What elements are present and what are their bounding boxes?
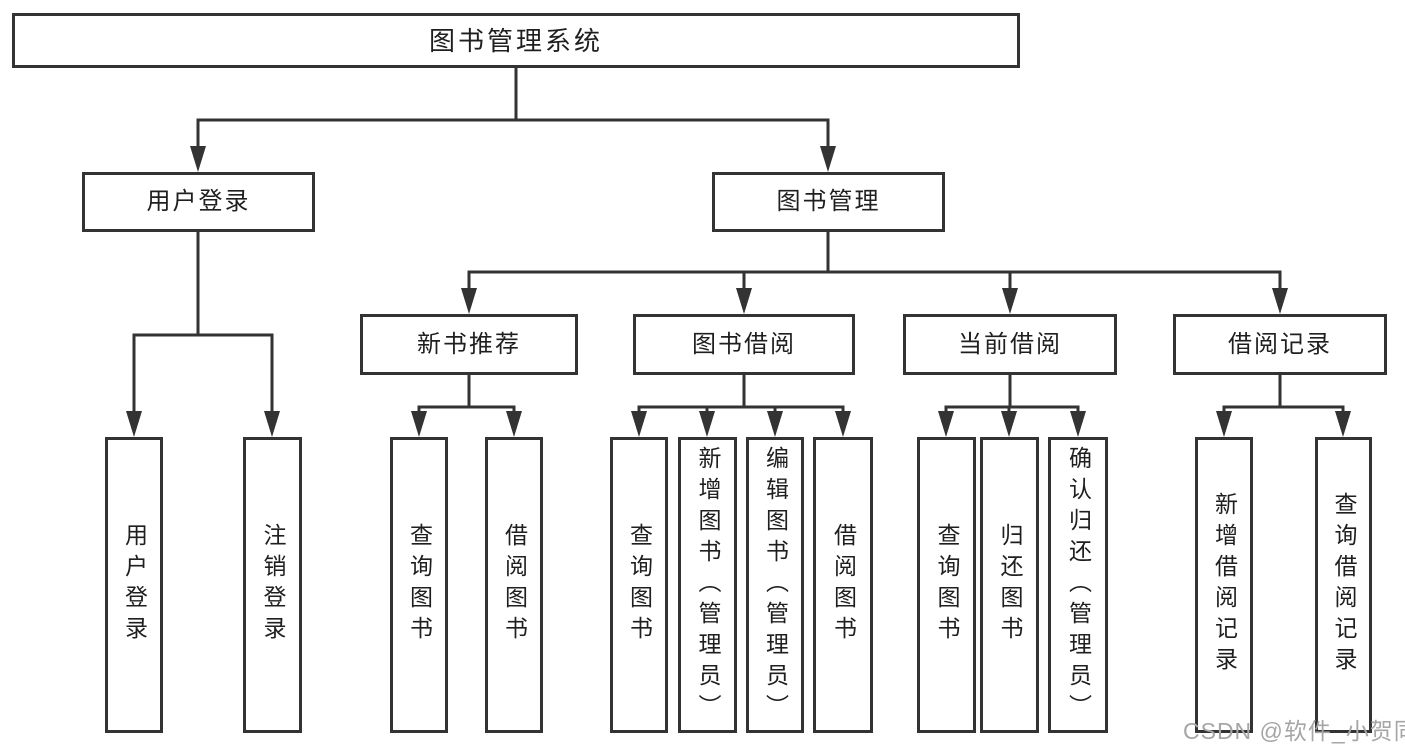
- node-current-borrowing: 当前借阅: [903, 314, 1117, 375]
- node-label: 图书管理: [776, 188, 881, 215]
- node-borrow-books-recommend: 借阅图书: [485, 437, 543, 733]
- node-borrowing-records: 借阅记录: [1173, 314, 1387, 375]
- node-label: 当前借阅: [958, 330, 1062, 358]
- node-logout-action: 注销登录: [243, 437, 302, 733]
- node-label: 图书借阅: [692, 330, 796, 358]
- connector-book-borrowing-to-children: [631, 375, 851, 437]
- node-library-management-system: 图书管理系统: [12, 13, 1020, 68]
- node-book-management: 图书管理: [712, 172, 945, 232]
- node-borrow-books: 借阅图书: [813, 437, 873, 733]
- node-edit-books-admin: 编辑图书（管理员）: [746, 437, 804, 733]
- node-query-books-recommend: 查询图书: [390, 437, 448, 733]
- node-label: 新增图书（管理员）: [695, 445, 721, 725]
- connector-user-login-to-children: [126, 232, 280, 437]
- node-label: 查询图书: [626, 523, 653, 647]
- node-label: 用户登录: [121, 523, 148, 647]
- node-query-borrow-record: 查询借阅记录: [1315, 437, 1372, 733]
- node-user-login-action: 用户登录: [105, 437, 163, 733]
- connector-new-book-recommendation-to-children: [411, 375, 522, 437]
- node-label: 借阅图书: [830, 523, 857, 647]
- node-label: 归还图书: [997, 523, 1023, 647]
- node-label: 借阅图书: [501, 523, 528, 647]
- node-label: 编辑图书（管理员）: [762, 445, 789, 725]
- watermark: CSDN @软件_小贺同学: [1183, 718, 1405, 744]
- node-new-book-recommendation: 新书推荐: [360, 314, 578, 375]
- node-label: 用户登录: [146, 188, 251, 215]
- node-label: 新书推荐: [417, 330, 521, 358]
- node-label: 注销登录: [260, 523, 286, 647]
- node-label: 新增借阅记录: [1211, 492, 1238, 678]
- node-label: 查询图书: [406, 523, 433, 647]
- node-label: 借阅记录: [1228, 330, 1332, 358]
- node-label: 查询借阅记录: [1331, 492, 1357, 678]
- node-query-books-borrow: 查询图书: [610, 437, 668, 733]
- node-return-books: 归还图书: [980, 437, 1039, 733]
- connector-book-management-to-level3: [461, 232, 1288, 314]
- node-label: 查询图书: [934, 523, 960, 647]
- node-book-borrowing: 图书借阅: [633, 314, 855, 375]
- connector-root-to-level2: [190, 68, 836, 172]
- connector-current-borrowing-to-children: [938, 375, 1086, 437]
- node-add-books-admin: 新增图书（管理员）: [678, 437, 737, 733]
- node-confirm-return-admin: 确认归还（管理员）: [1048, 437, 1108, 733]
- node-label: 确认归还（管理员）: [1065, 445, 1092, 725]
- node-label: 图书管理系统: [428, 25, 603, 56]
- node-user-login: 用户登录: [82, 172, 315, 232]
- node-query-books-current: 查询图书: [917, 437, 976, 733]
- connector-borrowing-records-to-children: [1216, 375, 1351, 437]
- node-add-borrow-record: 新增借阅记录: [1195, 437, 1253, 733]
